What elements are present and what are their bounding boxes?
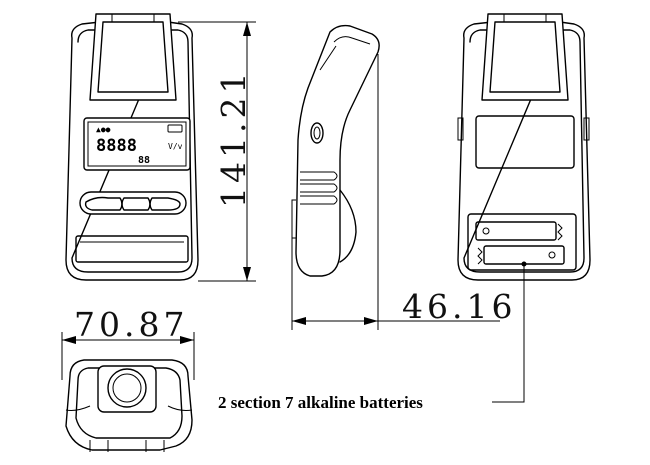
lcd-main-digits: 8888 — [96, 136, 137, 156]
height-dimension: 141.21 — [178, 21, 256, 282]
lcd-unit: V/v — [168, 142, 183, 151]
battery-leader — [492, 261, 527, 403]
width-dimension: 70.87 — [61, 305, 195, 380]
front-view: ▲●● 8888 V/v 88 — [65, 13, 199, 281]
height-value: 141.21 — [214, 69, 253, 208]
depth-dimension: 46.16 — [291, 54, 516, 330]
bottom-view — [65, 359, 193, 452]
battery-annotation: 2 section 7 alkaline batteries — [218, 393, 423, 412]
lcd-small-digits: 88 — [138, 155, 150, 166]
side-view — [291, 24, 380, 277]
lcd-top-symbols: ▲●● — [96, 125, 111, 134]
width-value: 70.87 — [74, 305, 188, 344]
back-view — [457, 13, 591, 281]
depth-value: 46.16 — [402, 287, 516, 326]
